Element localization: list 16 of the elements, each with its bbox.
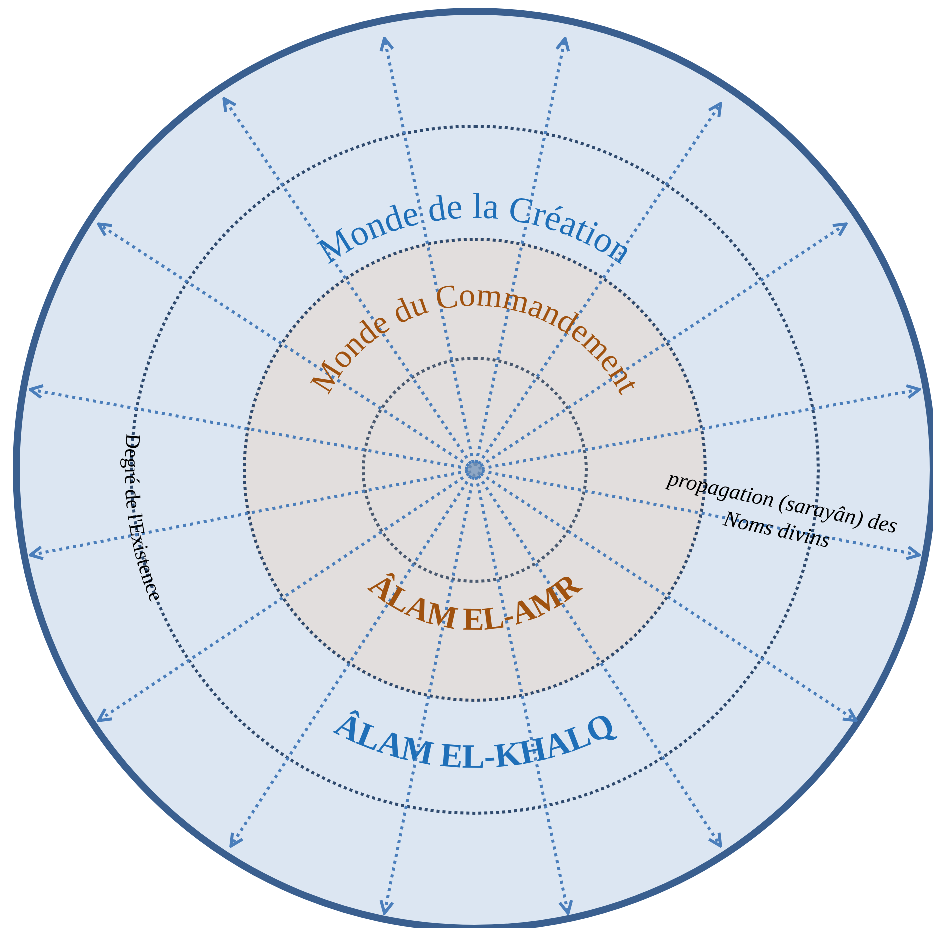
- arc-title: ÂLAM EL-KHALQ: [329, 706, 621, 776]
- arrow: [380, 37, 476, 464]
- arrow: [480, 472, 858, 722]
- arrow: [482, 384, 921, 470]
- arrow: [97, 222, 470, 468]
- arrow: [230, 475, 472, 848]
- arrow: [380, 476, 476, 915]
- arrow-caption: propagation (sarayân) des Noms divins: [664, 464, 901, 555]
- arrow: [474, 37, 570, 464]
- arrow: [474, 476, 574, 915]
- arrow: [29, 384, 468, 470]
- arrow: [222, 97, 472, 466]
- arrow: [482, 470, 921, 560]
- arrow: [97, 472, 470, 722]
- arrow: [29, 470, 468, 560]
- arrow: [478, 475, 722, 848]
